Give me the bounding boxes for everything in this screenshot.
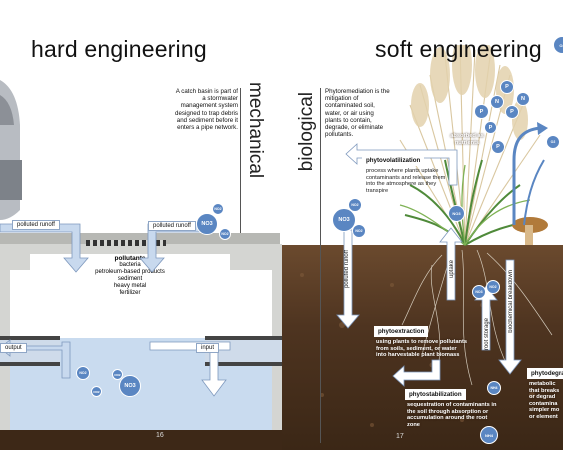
phytovolatilization-block: phytovolatilization process where plants… bbox=[362, 149, 456, 195]
phytodegradation-text: metabolic that breaks or degrad contamin… bbox=[529, 381, 560, 420]
no3-bubble: NO3 bbox=[472, 285, 486, 299]
no2-bubble: NO2 bbox=[76, 366, 90, 380]
pollutant-item: fertilizer bbox=[119, 290, 141, 296]
no2-bubble: NO2 bbox=[348, 198, 362, 212]
label-biochemical-breakdown: biochemical breakdown bbox=[508, 270, 514, 333]
phytoextraction-block: phytoextraction using plants to remove p… bbox=[374, 320, 470, 360]
label-absorbed-as-nutrients: absorbed as nutrients bbox=[450, 133, 484, 146]
n-bubble: N bbox=[516, 92, 530, 106]
label-mechanical: mechanical bbox=[245, 82, 266, 179]
no3-bubble: NO3 bbox=[196, 213, 218, 235]
soil-right bbox=[282, 245, 563, 450]
no3-bubble: NO3 bbox=[119, 375, 141, 397]
pollutants-title: pollutants bbox=[114, 255, 146, 262]
n-bubble: N bbox=[490, 95, 504, 109]
soil-left-bottom bbox=[0, 430, 282, 450]
p-bubble: P bbox=[505, 105, 519, 119]
label-polluted-runoff-center: polluted runoff bbox=[148, 221, 196, 231]
page-number-left: 16 bbox=[156, 432, 164, 439]
catch-basin-description: A catch basin is part of a stormwater ma… bbox=[175, 88, 238, 132]
phytoextraction-title: phytoextraction bbox=[374, 326, 429, 337]
car-illustration bbox=[0, 80, 22, 220]
right-flow-arrows bbox=[336, 122, 548, 387]
p-bubble: P bbox=[491, 140, 505, 154]
label-polluted-runoff-left: polluted runoff bbox=[12, 220, 60, 230]
pollutant-item: sediment bbox=[117, 276, 143, 282]
p-bubble: P bbox=[484, 121, 497, 134]
no2-bubble: NO2 bbox=[219, 228, 231, 240]
o2-bubble: O2 bbox=[546, 135, 560, 149]
phytovolatilization-text: process where plants uptake contaminants… bbox=[366, 168, 446, 194]
label-output: output bbox=[0, 343, 27, 353]
p-bubble: P bbox=[500, 80, 514, 94]
no2-bubble: NO2 bbox=[112, 369, 123, 380]
no2-bubble: NO2 bbox=[212, 203, 224, 215]
phytovolatilization-title: phytovolatilization bbox=[362, 155, 425, 166]
phytodegradation-block: phytodegra metabolic that breaks or degr… bbox=[527, 362, 563, 422]
phytodegradation-title: phytodegra bbox=[527, 368, 563, 379]
nh4-bubble: NH4 bbox=[487, 381, 501, 395]
page-number-right: 17 bbox=[396, 433, 404, 440]
catch-basin-divider bbox=[240, 88, 241, 233]
label-uptake: uptake bbox=[449, 260, 455, 279]
pollutant-item: heavy metal bbox=[113, 283, 147, 289]
phytoremediation-divider bbox=[320, 88, 321, 443]
label-root-storage: root storage bbox=[484, 318, 490, 351]
phytoextraction-text: using plants to remove pollutants from s… bbox=[376, 339, 468, 359]
label-polluted-runoff-vertical: polluted runoff bbox=[344, 250, 350, 288]
title-hard-engineering: hard engineering bbox=[31, 36, 207, 62]
phytoremediation-description: Phytoremediation is the mitigation of co… bbox=[325, 88, 390, 139]
no2-bubble: NO2 bbox=[352, 224, 366, 238]
grate bbox=[86, 240, 166, 246]
phytostabilization-title: phytostabilization bbox=[405, 389, 466, 400]
no3-bubble: NO3 bbox=[448, 205, 465, 222]
phytostabilization-block: phytostabilization sequestration of cont… bbox=[405, 383, 501, 429]
phytostabilization-text: sequestration of contaminants in the soi… bbox=[407, 402, 497, 428]
label-input: input bbox=[196, 343, 220, 353]
pollutant-item: bacteria bbox=[119, 262, 141, 268]
pollutant-item: petroleum-based products bbox=[95, 269, 165, 275]
nh4-bubble: NH4 bbox=[480, 426, 498, 444]
no2-bubble: NO2 bbox=[486, 280, 500, 294]
no2-bubble: NO2 bbox=[91, 386, 102, 397]
ground-surface-left bbox=[0, 233, 280, 245]
pollutants-box: pollutants bacteria petroleum-based prod… bbox=[30, 254, 230, 306]
title-soft-engineering: soft engineering bbox=[375, 36, 542, 62]
p-bubble: P bbox=[474, 104, 489, 119]
